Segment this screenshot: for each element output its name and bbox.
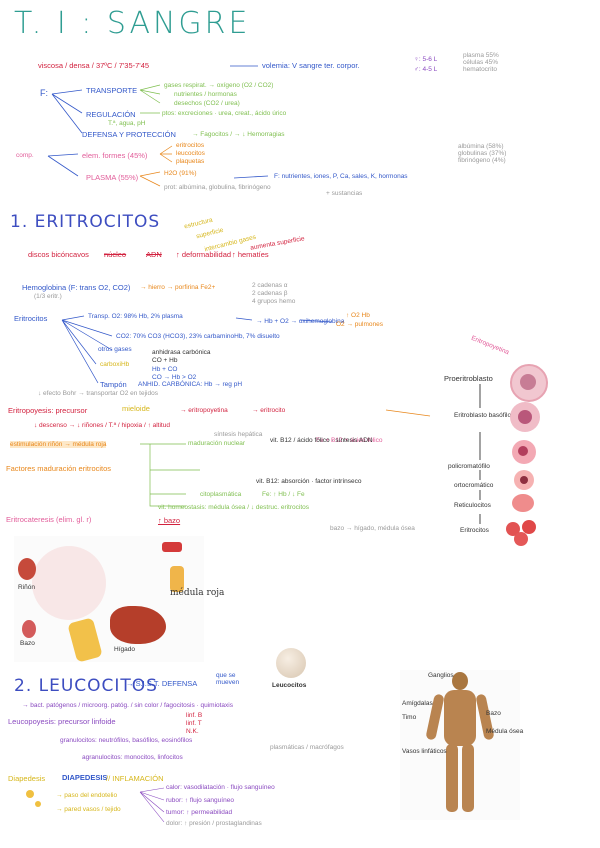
body-label-3: Timo [402,714,416,721]
body-label-5: Médula ósea [486,728,523,735]
body-label-6: Vasos linfáticos [402,748,447,755]
lymphatic-body-diagram: Ganglios Amígdalas Timo Bazo Médula ósea… [400,670,520,820]
inflam-item-3: tumor: ↑ permeabilidad [166,809,232,816]
body-torso [444,690,476,746]
inflam-item-4: dolor: ↑ presión / prostaglandinas [166,820,262,827]
inflam-item-2: rubor: ↑ flujo sanguíneo [166,797,234,804]
body-head [452,672,468,690]
body-left-leg [446,744,458,812]
body-label-2: Amígdalas [402,700,433,707]
body-label-1: Ganglios [428,672,454,679]
body-label-4: Bazo [486,710,501,717]
inflam-item-1: calor: vasodilatación · flujo sanguíneo [166,784,275,791]
body-right-leg [462,744,474,812]
